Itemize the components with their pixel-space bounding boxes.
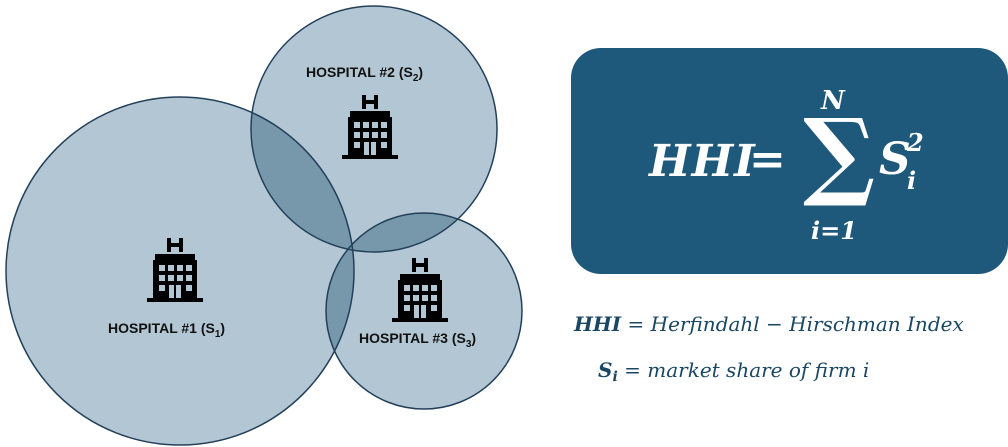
hhi-symbol: HHI xyxy=(574,312,622,336)
market-share-definition: Si = market share of firm i xyxy=(598,358,869,385)
formula-subscript: i xyxy=(907,166,917,195)
market-share-definition-text: = market share of firm i xyxy=(617,358,870,382)
summation-sign: ∑ xyxy=(803,97,876,210)
formula-term: S xyxy=(879,134,911,185)
s-symbol: S xyxy=(598,358,613,382)
formula-exponent: 2 xyxy=(907,128,924,157)
market-overlap-diagram: HOSPITAL #1 (S1) HOSPITAL #2 (S2) HOSPIT… xyxy=(5,5,523,446)
sum-upper-limit: N xyxy=(821,86,845,116)
hhi-definition-text: = Herfindahl − Hirschman Index xyxy=(621,312,964,336)
hospital-3-label: HOSPITAL #3 (S3) xyxy=(359,330,476,350)
s-subscript: i xyxy=(612,369,618,385)
formula-equals: = xyxy=(749,134,786,185)
sum-lower-limit: i=1 xyxy=(811,216,857,245)
hospital-2-label: HOSPITAL #2 (S2) xyxy=(306,64,423,84)
hhi-formula-box: HHI = N ∑ i=1 S 2 i xyxy=(571,48,1008,274)
overlap-1-2 xyxy=(251,97,354,252)
hhi-definition: HHI = Herfindahl − Hirschman Index xyxy=(574,312,964,336)
hospital-1-label: HOSPITAL #1 (S1) xyxy=(108,320,225,340)
formula-lhs: HHI xyxy=(649,136,756,187)
hhi-formula: HHI = N ∑ i=1 S 2 i xyxy=(571,48,1008,274)
